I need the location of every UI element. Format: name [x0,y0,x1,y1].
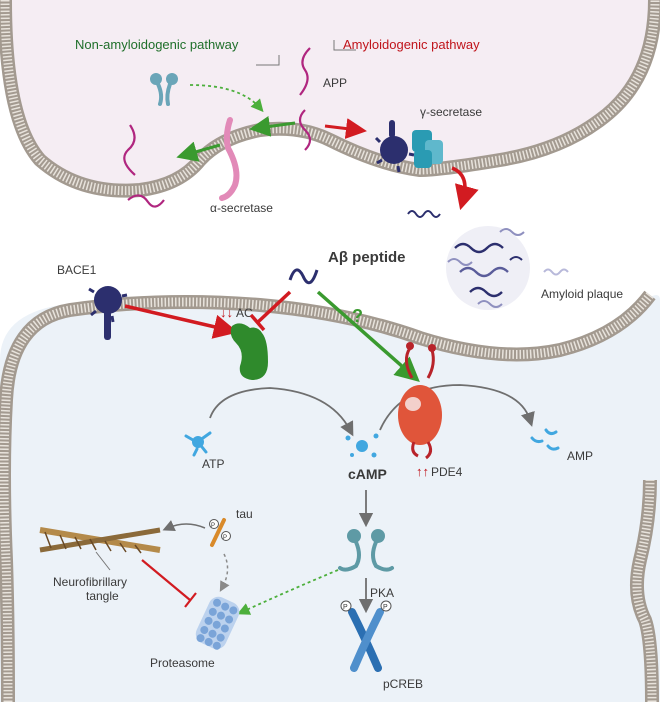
red-arrow-release [451,166,479,211]
adenylyl-cyclase-icon [230,323,268,380]
ac-label: AC [236,306,253,320]
pcreb-phospho-1: P [343,604,348,611]
abeta-peptide-icon [288,268,319,285]
bace1-activation-arrow [124,304,239,339]
atp-to-camp-arrow [209,387,354,437]
abeta-peptide-label: Aβ peptide [328,249,406,266]
bace1-icon [88,286,128,340]
tangle-label-line1: Neurofibrillary [53,575,127,589]
tau-phospho-1: P [211,523,215,529]
gamma-secretase-icon [412,130,443,168]
tau-label: tau [236,507,253,521]
camp-to-amp-arrow [379,384,535,431]
atp-label: ATP [202,457,224,471]
abeta-pde4-arrow [316,290,420,382]
camp-icon [345,433,379,458]
divider-right-icon [333,40,356,51]
pcreb-label: pCREB [383,677,423,691]
neurofibrillary-tangle-icon [39,527,161,554]
top-cell [0,0,660,198]
abeta-monomer-icon [407,210,441,218]
tangle-proteasome-inhibition [141,559,191,601]
tau-icon [209,518,231,547]
pde4-icon [398,342,442,460]
dashed-green-arrow-top [189,84,264,113]
pcreb-phospho-2: P [383,604,388,611]
question-mark: ? [352,306,363,326]
soluble-app-icon [150,73,178,106]
pde4-arrows: ↑↑ [416,464,429,479]
atp-icon [184,431,212,457]
fragment-2-icon [127,194,165,208]
fragment-1-icon [123,124,136,176]
proteasome-label: Proteasome [150,656,215,670]
camp-label: cAMP [348,466,387,482]
green-arrow-2 [176,141,221,162]
alpha-secretase-icon [219,117,240,201]
bace1-top-icon [374,120,415,173]
ac-arrows: ↓↓ [220,305,233,320]
bottom-cell [0,290,660,702]
bace1-label: BACE1 [57,263,97,277]
tangle-label-line2: tangle [86,589,119,603]
app-protein-icon [298,47,312,151]
pka-label: PKA [370,586,394,600]
amyloid-plaque-icon [446,226,569,310]
tau-proteasome-arrow [219,553,230,592]
tau-phospho-2: P [223,535,227,541]
amp-icon [530,428,560,451]
alpha-secretase-label: α-secretase [210,201,273,215]
abeta-ac-inhibition [256,290,292,324]
pde4-label: PDE4 [431,465,463,479]
green-arrow-1 [249,115,296,137]
pcreb-icon [340,600,392,672]
red-arrow-amyloidogenic [324,118,367,139]
proteasome-icon [195,596,240,650]
pka-icon [338,529,394,572]
amyloidogenic-label: Amyloidogenic pathway [343,37,480,52]
amp-label: AMP [567,449,593,463]
tau-tangle-arrow [162,520,206,532]
amyloid-plaque-label: Amyloid plaque [541,287,623,301]
gamma-secretase-label: γ-secretase [420,105,482,119]
app-label: APP [323,76,347,90]
divider-left-icon [256,55,280,66]
non-amyloidogenic-label: Non-amyloidogenic pathway [75,37,239,52]
